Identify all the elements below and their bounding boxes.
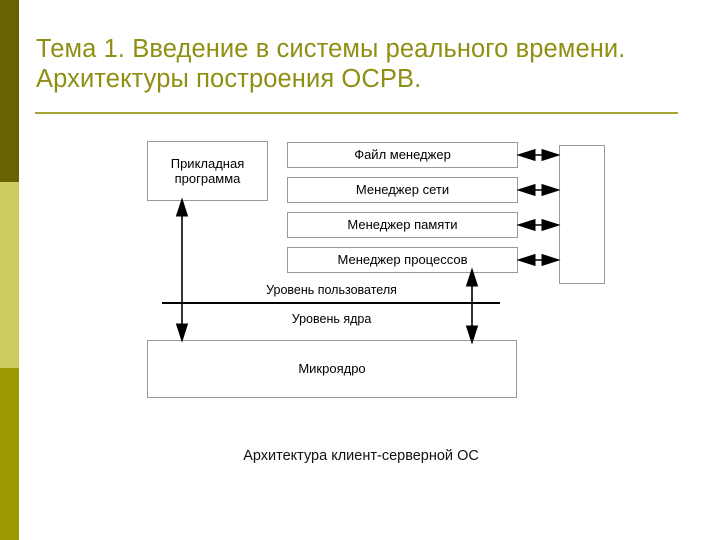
diagram-box-memory-manager-label: Менеджер памяти <box>347 217 458 233</box>
diagram-box-process-manager: Менеджер процессов <box>287 247 518 273</box>
diagram-box-memory-manager: Менеджер памяти <box>287 212 518 238</box>
arrow-process-manager-right-column <box>516 253 561 267</box>
title-underline-rule <box>35 112 678 114</box>
level-label-user: Уровень пользователя <box>266 283 397 297</box>
diagram-box-application-label: Прикладная программа <box>170 155 245 187</box>
slide-title: Тема 1. Введение в системы реального вре… <box>36 35 626 93</box>
sidebar-band-middle <box>0 182 19 368</box>
arrow-memory-manager-right-column <box>516 218 561 232</box>
sidebar-band-bottom <box>0 368 19 540</box>
level-divider-line <box>162 302 500 304</box>
arrow-network-manager-right-column <box>516 183 561 197</box>
sidebar-band-top <box>0 0 19 182</box>
diagram-box-network-manager-label: Менеджер сети <box>355 182 450 198</box>
arrow-process-manager-microkernel <box>465 267 479 345</box>
level-label-kernel: Уровень ядра <box>291 312 372 326</box>
arrow-file-manager-right-column <box>516 148 561 162</box>
diagram-box-file-manager-label: Файл менеджер <box>354 147 451 163</box>
diagram-box-network-manager: Менеджер сети <box>287 177 518 203</box>
diagram-box-application: Прикладная программа <box>147 141 268 201</box>
diagram-box-right-column <box>559 145 605 284</box>
diagram-box-file-manager: Файл менеджер <box>287 142 518 168</box>
diagram-box-microkernel-label: Микроядро <box>298 361 366 377</box>
diagram-caption: Архитектура клиент-серверной ОС <box>243 448 479 464</box>
diagram-box-process-manager-label: Менеджер процессов <box>337 252 468 268</box>
diagram-box-microkernel: Микроядро <box>147 340 517 398</box>
